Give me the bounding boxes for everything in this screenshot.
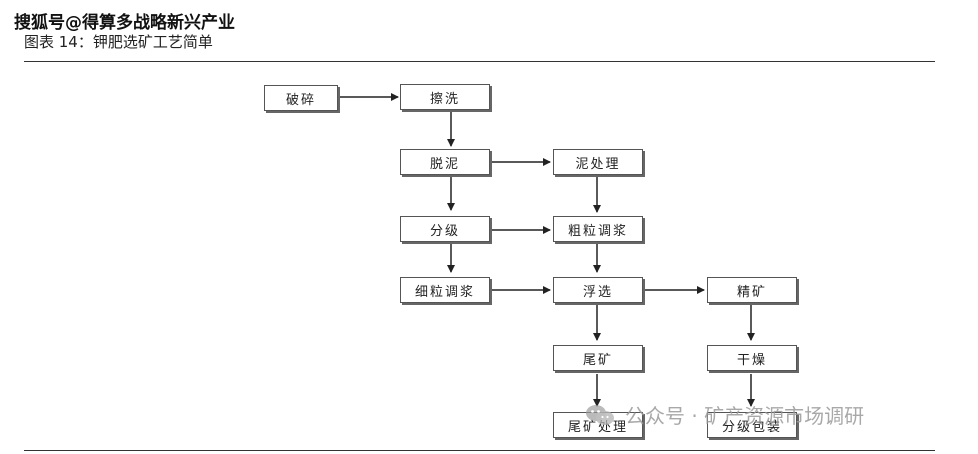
top-rule xyxy=(24,61,935,62)
node-tailings: 尾矿 xyxy=(553,345,643,371)
watermark-bottom: 公众号 · 矿产资源市场调研 xyxy=(585,400,864,429)
node-mud-treatment: 泥处理 xyxy=(553,149,643,175)
figure-title: 图表 14：钾肥选矿工艺简单 xyxy=(24,33,213,51)
watermark-top: 搜狐号@得算多战略新兴产业 xyxy=(14,13,235,33)
watermark-bottom-text: 公众号 · 矿产资源市场调研 xyxy=(625,404,865,428)
node-crush: 破碎 xyxy=(264,85,338,111)
node-grade-pack: 分级包装 xyxy=(707,412,797,438)
node-coarse-slurry: 粗粒调浆 xyxy=(553,216,643,242)
node-concentrate: 精矿 xyxy=(707,277,797,303)
node-desliming: 脱泥 xyxy=(400,149,490,175)
node-flotation: 浮选 xyxy=(553,277,643,303)
wechat-icon xyxy=(585,404,615,426)
bottom-rule xyxy=(24,450,935,451)
node-fine-slurry: 细粒调浆 xyxy=(400,277,490,303)
node-drying: 干燥 xyxy=(707,345,797,371)
node-scrub: 擦洗 xyxy=(400,84,490,110)
node-classify: 分级 xyxy=(400,216,490,242)
